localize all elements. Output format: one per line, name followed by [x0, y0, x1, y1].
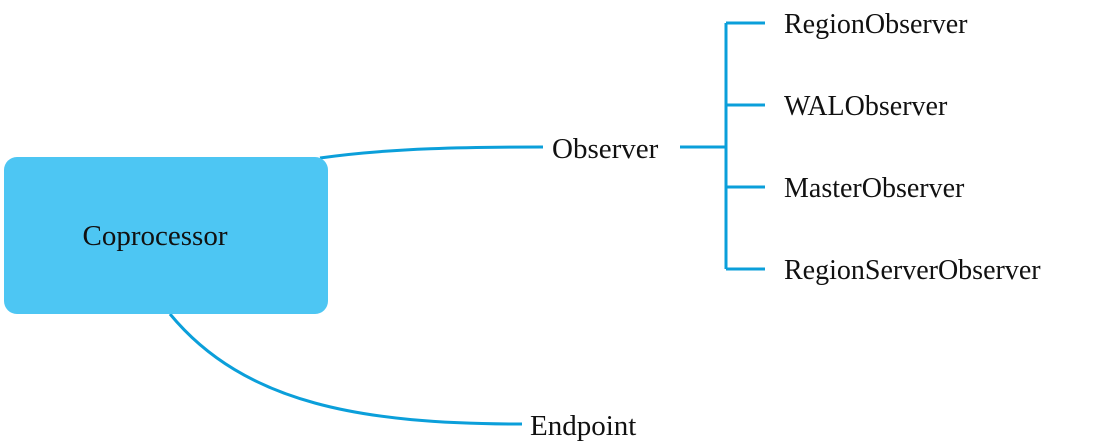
leaf-wal-observer-label: WALObserver — [784, 91, 948, 122]
root-node-label: Coprocessor — [83, 220, 228, 252]
leaf-region-server-observer-label: RegionServerObserver — [784, 255, 1041, 286]
leaf-region-observer-label: RegionObserver — [784, 9, 968, 40]
connector-root-to-endpoint — [168, 313, 523, 426]
leaf-master-observer-label: MasterObserver — [784, 173, 965, 204]
root-node: Coprocessor — [4, 157, 328, 314]
branch-observer-label: Observer — [552, 133, 659, 165]
root-node-box — [4, 157, 328, 314]
connector-root-to-observer — [319, 145, 544, 160]
branch-endpoint-label: Endpoint — [530, 410, 636, 442]
